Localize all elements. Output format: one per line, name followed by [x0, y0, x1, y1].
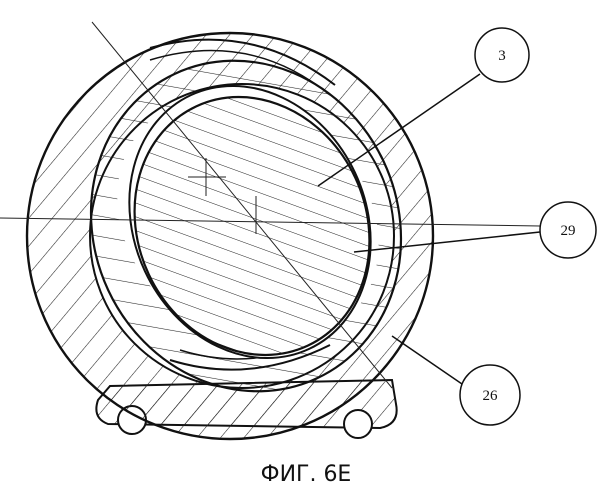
figure-caption: ФИГ. 6E: [0, 462, 612, 487]
callout-label-29: 29: [561, 223, 576, 239]
callout-label-26: 26: [483, 388, 499, 404]
callout-26: 26: [392, 336, 520, 425]
callout-label-3: 3: [498, 48, 506, 64]
